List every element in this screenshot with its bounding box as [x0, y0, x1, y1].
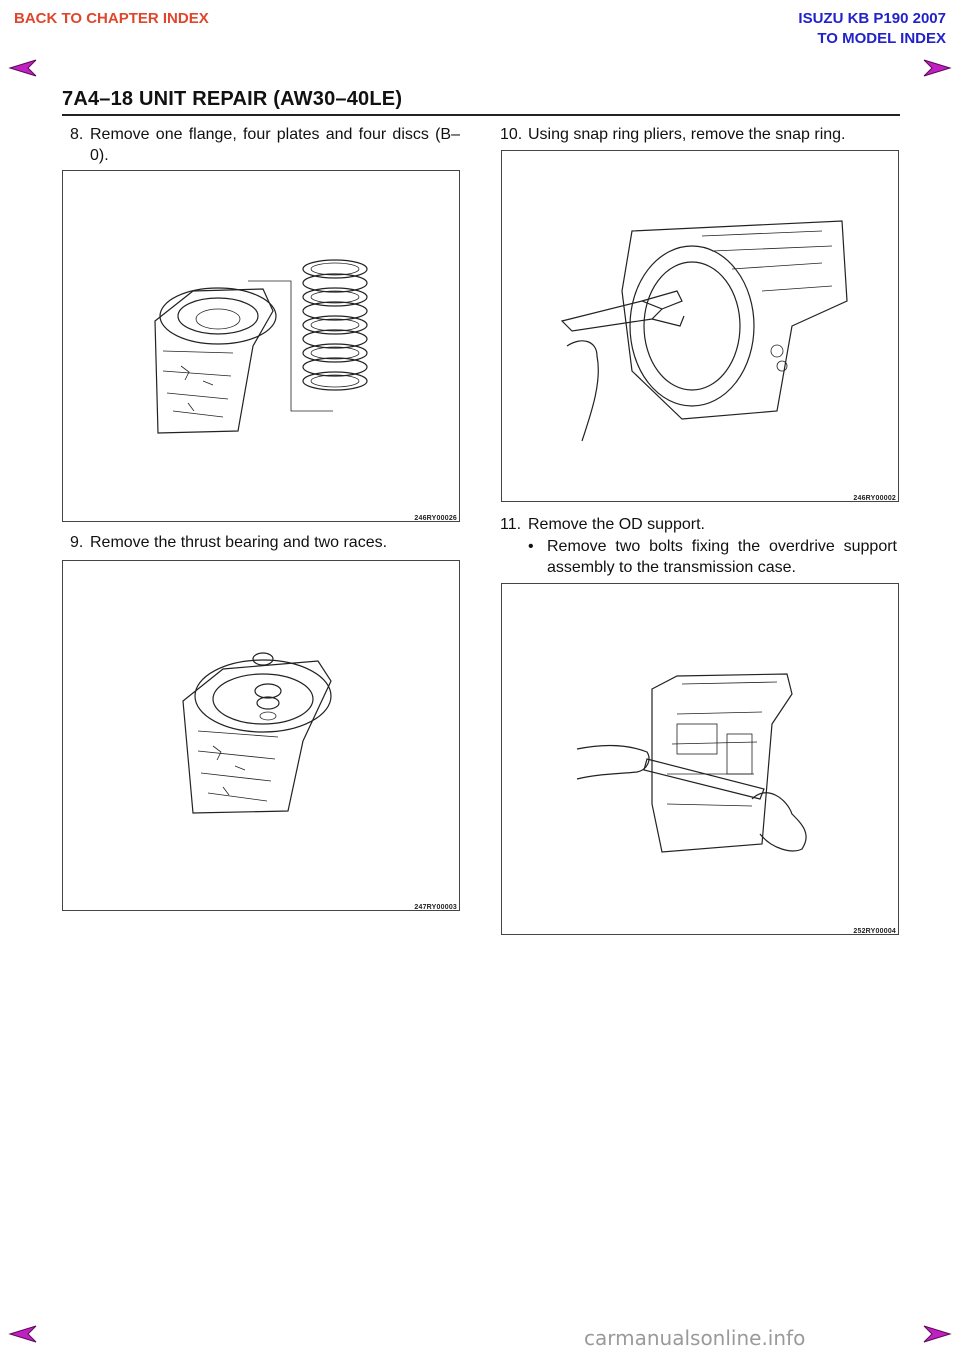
next-page-arrow-icon[interactable]	[922, 58, 952, 78]
figure-flange-plates-discs: 246RY00026	[62, 170, 460, 522]
header-rule	[62, 114, 900, 116]
step-11-bullet-line1: Remove two bolts fixing the overdrive su…	[547, 538, 897, 555]
figure-code: 246RY00002	[853, 495, 896, 502]
watermark-text: carmanualsonline.info	[584, 1326, 806, 1350]
step-11-text: Remove the OD support.	[528, 516, 705, 533]
bearing-ring	[254, 683, 282, 699]
step-11-number: 11.	[500, 516, 522, 533]
clutch-discs-stack	[302, 259, 368, 391]
figure-thrust-bearing: 247RY00003	[62, 560, 460, 911]
od-support-rod-icon	[643, 758, 765, 800]
back-to-chapter-index-link[interactable]: BACK TO CHAPTER INDEX	[14, 10, 209, 27]
race-ring-top	[252, 652, 274, 666]
figure-code: 247RY00003	[414, 904, 457, 911]
step-10-number: 10.	[500, 126, 523, 143]
od-support-removal-illustration	[576, 673, 807, 853]
transmission-clutch-pack-illustration	[154, 259, 368, 434]
step-9-number: 9.	[70, 534, 84, 551]
step-10-text: Using snap ring pliers, remove the snap …	[528, 126, 846, 143]
step-11-bullet: •	[528, 538, 534, 555]
figure-snap-ring-pliers: 246RY00002	[501, 150, 899, 502]
vehicle-title-link[interactable]: ISUZU KB P190 2007	[798, 10, 946, 27]
figure-code: 252RY00004	[853, 928, 896, 935]
next-page-bottom-arrow-icon[interactable]	[922, 1324, 952, 1344]
figure-code: 246RY00026	[414, 515, 457, 522]
figure-od-support: 252RY00004	[501, 583, 899, 935]
pliers-handle-icon	[560, 300, 664, 332]
step-8-text-line1: Remove one flange, four plates and four …	[90, 126, 460, 143]
previous-page-bottom-arrow-icon[interactable]	[8, 1324, 38, 1344]
snap-ring-pliers-illustration	[560, 220, 848, 442]
step-9-text: Remove the thrust bearing and two races.	[90, 534, 388, 551]
step-8-text-line2: 0).	[90, 147, 109, 164]
step-8-number: 8.	[70, 126, 84, 143]
model-index-link[interactable]: TO MODEL INDEX	[817, 30, 946, 47]
page-title: 7A4–18 UNIT REPAIR (AW30–40LE)	[62, 88, 403, 110]
step-11-bullet-line2: assembly to the transmission case.	[547, 559, 796, 576]
previous-page-arrow-icon[interactable]	[8, 58, 38, 78]
thrust-bearing-races-illustration	[182, 652, 332, 814]
